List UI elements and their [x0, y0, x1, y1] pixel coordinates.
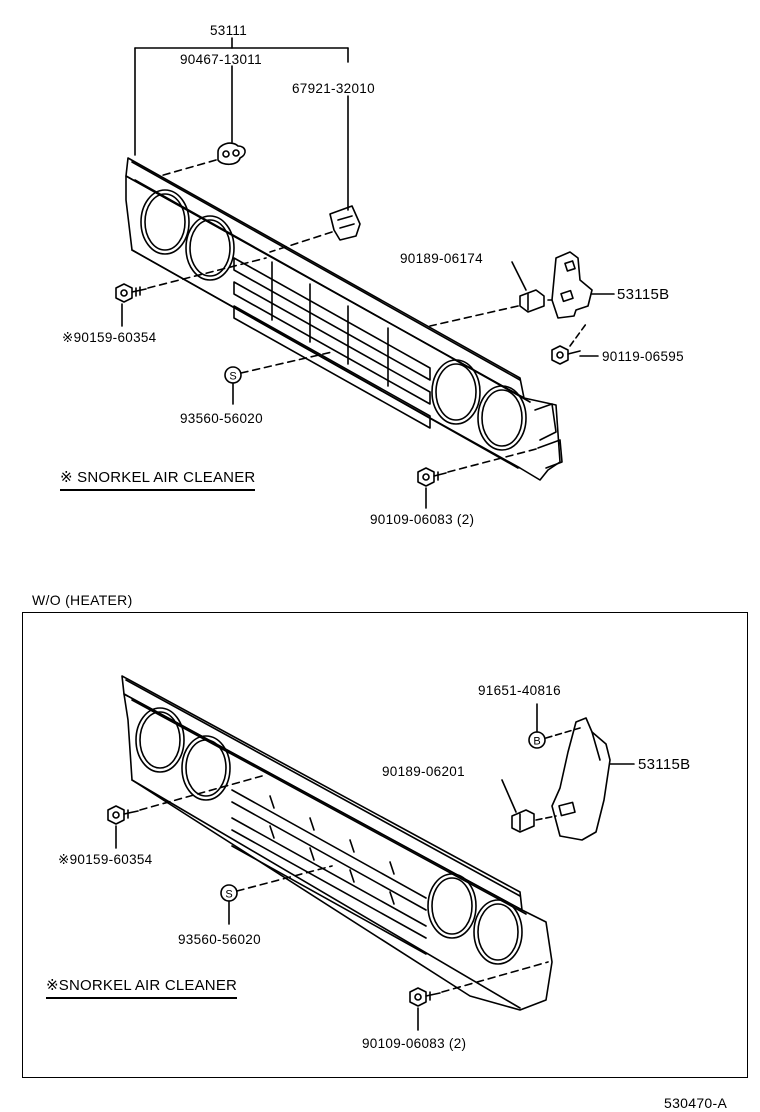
lower-seal-symbol: S [225, 889, 232, 901]
note-snorkel-air-cleaner-upper: ※ SNORKEL AIR CLEANER [60, 469, 256, 491]
lower-bottom-bolt-icon [409, 987, 441, 1007]
radiator-grille-upper [125, 157, 563, 481]
leader-lower-nut [501, 779, 517, 813]
note-text-lower: ※SNORKEL AIR CLEANER [46, 977, 238, 999]
label-53115b-lower: 53115B [638, 756, 691, 773]
section-frame-without-heater [22, 612, 748, 1078]
dashed-line-nut [429, 305, 519, 327]
dashed-line-side-bolt [147, 257, 267, 289]
dashed-line-lower-side-bolt [139, 775, 263, 811]
dashed-line-washer [545, 727, 581, 739]
retainer-icon [329, 205, 361, 241]
dashed-line-lower-nut [535, 815, 557, 821]
section-title-without-heater: W/O (HEATER) [32, 592, 133, 608]
label-90159-60354-lower: ※90159-60354 [58, 852, 153, 867]
leader-nut [511, 261, 527, 291]
lower-nut-icon [511, 809, 535, 833]
washer-symbol: B [533, 736, 540, 748]
dashed-line-lower-bottom-bolt [441, 961, 549, 993]
label-91651-40816: 91651-40816 [478, 683, 561, 698]
dashed-line-retainer [269, 231, 333, 253]
label-90109-06083-upper: 90109-06083 (2) [370, 512, 475, 527]
label-90159-60354-upper: ※90159-60354 [62, 330, 157, 345]
lower-bracket-53115b [551, 717, 611, 841]
bolt-icon [115, 283, 147, 303]
dashed-line-bottom-bolt [447, 447, 541, 473]
label-53115b-upper: 53115B [617, 286, 670, 303]
figure-id: 530470-A [664, 1095, 728, 1111]
nut-icon [519, 289, 545, 313]
label-67921-32010: 67921-32010 [292, 81, 375, 96]
assembly-bracket-53111 [134, 37, 349, 156]
dashed-line-lower-seal [236, 865, 333, 892]
label-93560-56020-lower: 93560-56020 [178, 932, 261, 947]
lower-bolt-icon [107, 805, 139, 825]
label-53111: 53111 [210, 23, 248, 38]
seal-symbol: S [229, 371, 236, 383]
dashed-line-seal [240, 351, 333, 374]
bottom-bolt-icon [417, 467, 447, 487]
note-text-upper: ※ SNORKEL AIR CLEANER [60, 469, 256, 491]
note-snorkel-air-cleaner-lower: ※SNORKEL AIR CLEANER [46, 977, 238, 999]
dashed-line-clip [159, 159, 217, 177]
label-93560-56020-upper: 93560-56020 [180, 411, 263, 426]
label-90467-13011: 90467-13011 [180, 52, 262, 67]
label-90119-06595: 90119-06595 [602, 349, 684, 364]
bracket-bolt-icon [551, 345, 581, 365]
dashed-line-bracket-bolt [569, 323, 587, 347]
label-90189-06201: 90189-06201 [382, 764, 465, 779]
clip-icon [217, 142, 246, 166]
bracket-53115b [551, 251, 593, 319]
label-90109-06083-lower: 90109-06083 (2) [362, 1036, 467, 1051]
label-90189-06174: 90189-06174 [400, 251, 483, 266]
radiator-grille-lower [121, 675, 553, 1011]
